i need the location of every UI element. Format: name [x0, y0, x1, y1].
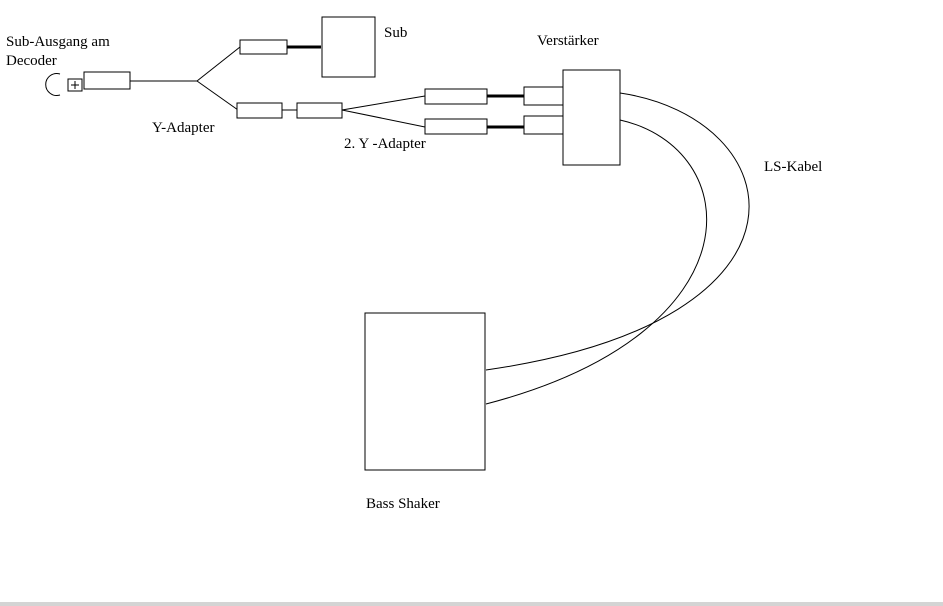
amp-input-plug-bottom [424, 118, 488, 135]
second-y-branch-top [341, 95, 426, 111]
y-adapter-branch-top [196, 46, 241, 82]
sub-box [321, 16, 376, 78]
label-speaker-cable: LS-Kabel [764, 159, 823, 175]
canvas-bottom-edge [0, 602, 943, 606]
second-y-adapter-plug [296, 102, 343, 119]
bottom-branch-plug [236, 102, 283, 119]
label-second-y-adapter: 2. Y -Adapter [344, 136, 426, 152]
decoder-rca-plug [83, 71, 131, 90]
amplifier-box [562, 69, 621, 166]
amp-socket-bottom [523, 115, 564, 135]
jack-plug-tip-icon [45, 73, 61, 96]
label-y-adapter: Y-Adapter [152, 120, 215, 136]
bass-shaker-box [364, 312, 486, 471]
label-sub: Sub [384, 25, 408, 41]
label-amplifier: Verstärker [537, 33, 599, 49]
y-adapter-branch-bottom [196, 80, 239, 111]
speaker-cable-outer [485, 92, 750, 371]
speaker-cable-inner [485, 119, 708, 405]
label-decoder-output: Sub-Ausgang am Decoder [6, 34, 110, 69]
label-bass-shaker: Bass Shaker [366, 496, 440, 512]
sub-branch-plug [239, 39, 288, 55]
amp-socket-top [523, 86, 564, 106]
second-y-branch-bottom [341, 109, 426, 128]
amp-input-plug-top [424, 88, 488, 105]
